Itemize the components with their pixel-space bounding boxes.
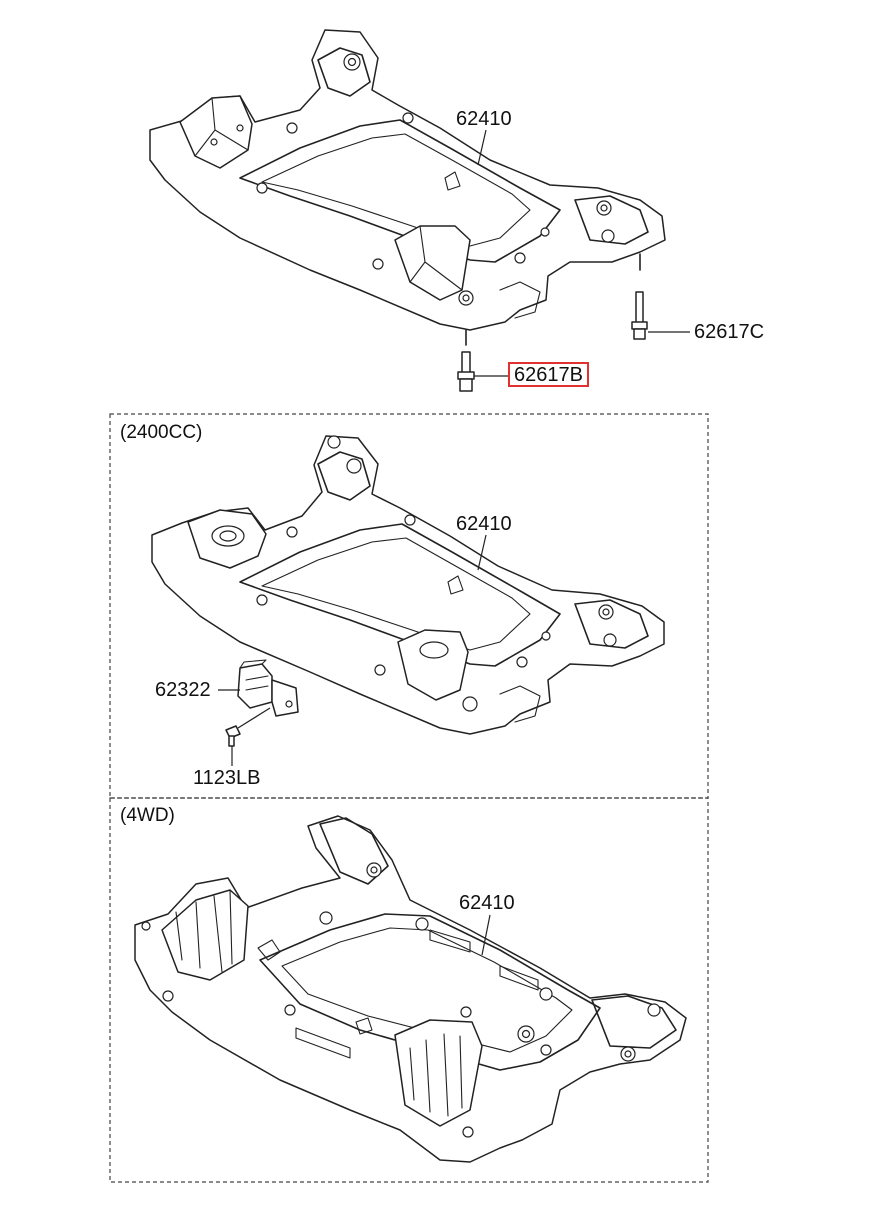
leader-62410-top — [477, 129, 487, 166]
subframe-4wd — [134, 815, 687, 1163]
part-number-1123lb[interactable]: 1123LB — [193, 767, 261, 789]
part-number-62410-standard[interactable]: 62410 — [456, 108, 512, 130]
section-label-4wd: (4WD) — [120, 805, 175, 826]
section-label-2400cc: (2400CC) — [120, 422, 203, 443]
part-number-62410-2400cc[interactable]: 62410 — [456, 513, 512, 535]
leader-62410-4wd — [481, 914, 491, 956]
part-number-62322[interactable]: 62322 — [155, 679, 211, 701]
bolt-62617c-icon — [631, 253, 648, 340]
subframe-standard — [149, 29, 666, 331]
leader-62410-2400cc — [477, 534, 487, 571]
section-frame-2400cc — [109, 413, 709, 799]
part-number-62617b-highlighted[interactable]: 62617B — [508, 362, 589, 387]
part-number-62410-4wd[interactable]: 62410 — [459, 892, 515, 914]
part-number-62617c[interactable]: 62617C — [694, 321, 765, 343]
section-frame-4wd — [109, 797, 709, 1183]
screw-1123lb-icon — [225, 707, 271, 747]
bolt-62617b-icon — [457, 329, 475, 392]
bracket-62322-icon — [237, 659, 299, 717]
subframe-2400cc — [151, 435, 665, 735]
